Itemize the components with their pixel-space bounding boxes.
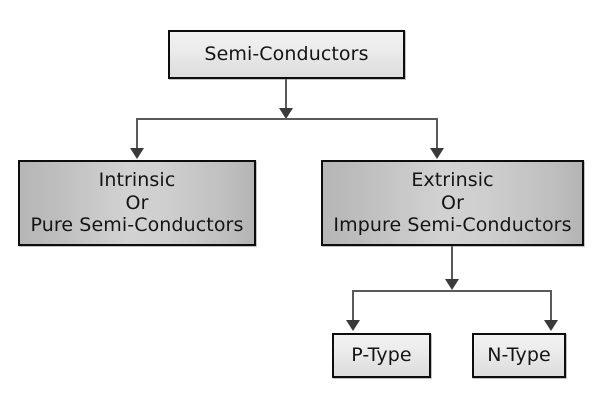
node-extrinsic-line-1: Extrinsic [411,169,494,192]
node-intrinsic-line-2: Or [125,191,149,214]
node-intrinsic[interactable]: Intrinsic Or Pure Semi-Conductors [18,160,256,246]
arrowhead-to-intrinsic [130,148,144,159]
connector-to-ntype [550,290,552,324]
arrowhead-to-ptype [346,320,360,331]
arrowhead-root-stem [279,108,293,119]
node-extrinsic[interactable]: Extrinsic Or Impure Semi-Conductors [321,160,584,246]
node-intrinsic-line-1: Intrinsic [98,169,176,192]
node-intrinsic-line-3: Pure Semi-Conductors [30,214,244,237]
node-p-type[interactable]: P-Type [332,333,431,378]
node-n-type[interactable]: N-Type [472,333,566,378]
connector-level1-bar [136,118,438,120]
node-extrinsic-line-2: Or [441,191,464,214]
node-semi-conductors-line-1: Semi-Conductors [204,43,369,66]
node-n-type-line-1: N-Type [487,344,551,367]
node-p-type-line-1: P-Type [351,344,412,367]
arrowhead-extrinsic-stem [445,279,459,290]
arrowhead-to-ntype [544,320,558,331]
connector-extrinsic-stem [451,246,453,282]
connector-root-stem [285,79,287,113]
node-semi-conductors[interactable]: Semi-Conductors [168,30,405,79]
node-extrinsic-line-3: Impure Semi-Conductors [333,214,572,237]
connector-to-intrinsic [136,118,138,152]
arrowhead-to-extrinsic [430,148,444,159]
connector-to-extrinsic [436,118,438,152]
connector-level2-bar [352,290,552,292]
connector-to-ptype [352,290,354,324]
